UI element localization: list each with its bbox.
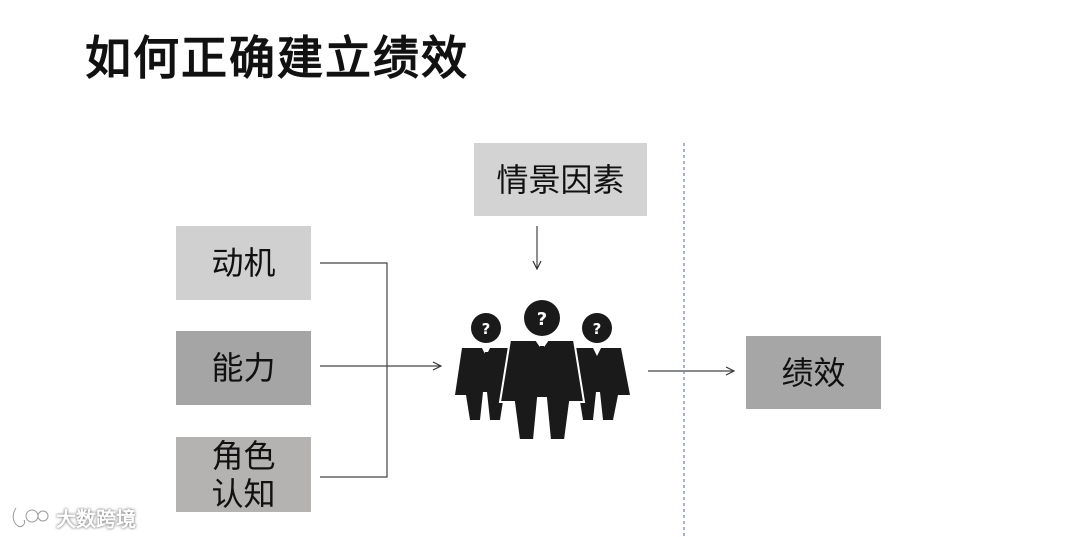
people-group-question-icon: ? ? ?: [455, 300, 630, 441]
person-center: [498, 300, 586, 441]
factor-motive-label: 动机: [211, 244, 276, 282]
page-title: 如何正确建立绩效: [85, 31, 469, 85]
situation-factor-label: 情景因素: [496, 160, 625, 199]
factor-ability-box: 能力: [176, 331, 311, 405]
factor-ability-label: 能力: [211, 349, 276, 387]
factor-role-label-line1: 角色: [211, 436, 276, 475]
watermark-logo-icon: [11, 507, 50, 528]
performance-label: 绩效: [781, 353, 846, 392]
svg-text:?: ?: [537, 309, 547, 330]
factor-motive-box: 动机: [176, 226, 311, 300]
watermark-text: 大数跨境: [56, 506, 136, 531]
performance-box: 绩效: [746, 336, 881, 409]
situation-factor-box: 情景因素: [474, 143, 647, 216]
factor-role-box: 角色 认知: [176, 436, 311, 513]
watermark: 大数跨境: [10, 502, 136, 532]
factor-role-label-line2: 认知: [211, 474, 276, 513]
svg-text:?: ?: [482, 320, 491, 338]
svg-text:?: ?: [593, 320, 602, 338]
bracket-line: [320, 262, 388, 478]
